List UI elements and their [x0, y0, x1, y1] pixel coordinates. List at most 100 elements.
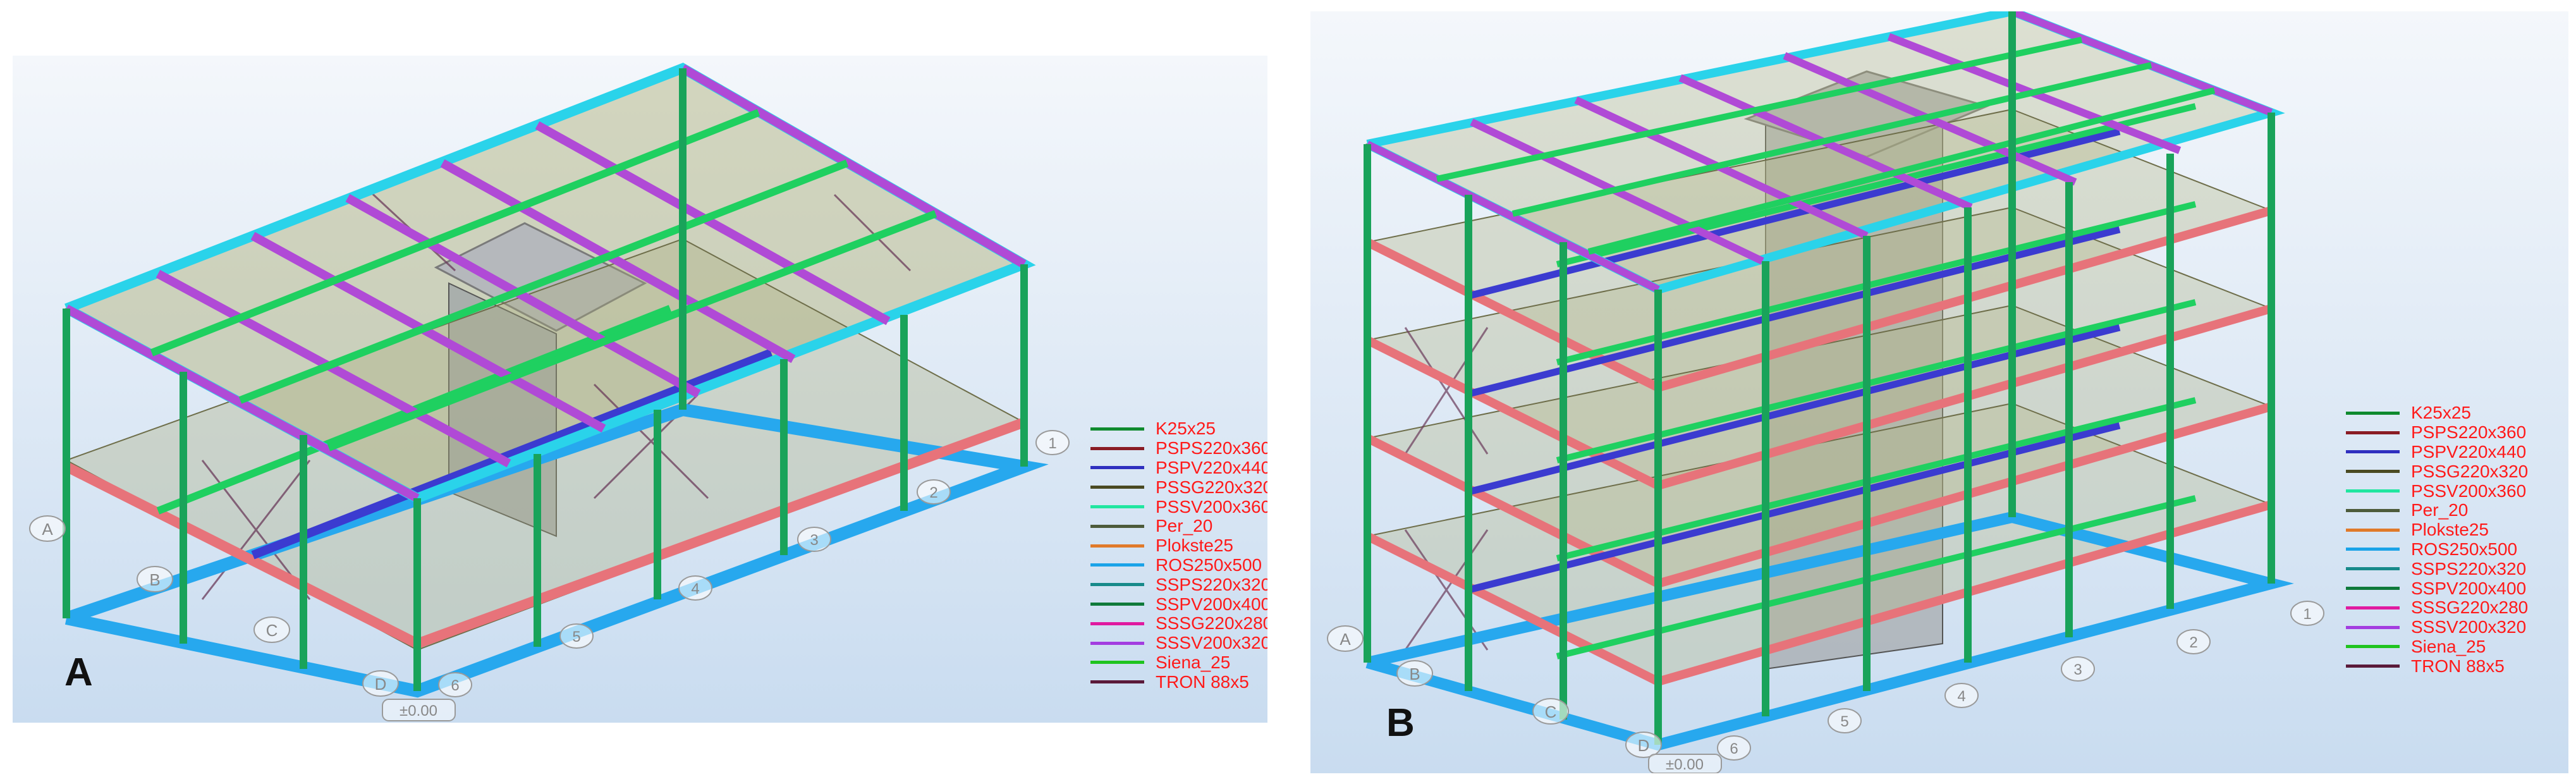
legend-label: SSSV200x320: [1156, 633, 1267, 653]
legend-label: PSSG220x320: [2411, 461, 2529, 481]
legend-swatch: [1090, 680, 1144, 684]
legend-swatch: [1090, 505, 1144, 509]
structural-model-3d-a: A B C D 1 2 3 4 5 6 ±0.00: [13, 56, 1267, 723]
legend-swatch: [2346, 625, 2400, 629]
legend-label: Per_20: [1156, 516, 1213, 536]
legend-item: SSPV200x400: [2346, 579, 2528, 598]
legend-swatch: [2346, 431, 2400, 434]
legend-swatch: [1090, 583, 1144, 587]
legend-swatch: [2346, 411, 2400, 415]
axis-number-1: 1: [1048, 435, 1056, 452]
legend-swatch: [2346, 489, 2400, 493]
floor-beams-green: [1556, 103, 2197, 659]
elevation-label: ±0.00: [1666, 756, 1704, 773]
legend-label: SSPS220x320: [2411, 558, 2527, 579]
legend-label: SSSG220x280: [2411, 597, 2529, 618]
legend-item: PSPV220x440: [1090, 458, 1267, 478]
legend-label: PSSV200x360: [1156, 496, 1267, 517]
legend-item: K25x25: [2346, 403, 2528, 423]
elevation-tag-box: [1648, 754, 1722, 773]
model-view-b: A B C D 1 2 3 4 5 6 ±0.00 K25x25 PSPS220…: [1310, 11, 2568, 773]
axis-letter-a: A: [1340, 630, 1351, 649]
legend-item: PSSG220x320: [1090, 477, 1267, 497]
axis-number-5: 5: [1840, 713, 1848, 730]
legend-label: PSPS220x360: [1156, 438, 1267, 458]
axis-number-3: 3: [2073, 661, 2082, 678]
legend-label: TRON 88x5: [2411, 656, 2505, 676]
legend-item: ROS250x500: [2346, 540, 2528, 560]
axis-letter-bubbles: [29, 515, 399, 697]
bracing-group: [1404, 327, 1489, 651]
model-view-a: A B C D 1 2 3 4 5 6 ±0.00 K25x25 PSPS220…: [13, 56, 1267, 723]
axis-letter-b: B: [1409, 665, 1420, 683]
legend-label: SSPV200x400: [2411, 578, 2527, 598]
axis-number-6: 6: [451, 677, 459, 694]
axis-letter-d: D: [375, 675, 387, 694]
legend-swatch: [2346, 606, 2400, 609]
legend-item: Per_20: [1090, 517, 1267, 536]
legend-swatch: [1090, 446, 1144, 450]
legend-item: SSPS220x320: [1090, 575, 1267, 594]
axis-letter-c: C: [1545, 702, 1557, 721]
axis-number-3: 3: [810, 532, 818, 549]
legend-item: PSPV220x440: [2346, 443, 2528, 462]
legend-item: Per_20: [2346, 501, 2528, 520]
legend-swatch: [2346, 470, 2400, 474]
columns: [1364, 11, 2275, 745]
legend-swatch: [2346, 665, 2400, 668]
legend-label: PSSG220x320: [1156, 477, 1267, 497]
legend-item: Siena_25: [1090, 653, 1267, 673]
legend-swatch: [1090, 563, 1144, 567]
axis-letter-bubbles: [1327, 625, 1662, 758]
legend-label: Siena_25: [1156, 652, 1231, 672]
legend-label: Plokste25: [2411, 520, 2489, 540]
legend-label: SSPS220x320: [1156, 574, 1267, 594]
legend-item: SSPV200x400: [1090, 594, 1267, 614]
roof-opening: [434, 222, 647, 332]
legend-label: PSPS220x360: [2411, 422, 2527, 443]
legend-swatch: [1090, 524, 1144, 528]
legend-swatch: [2346, 450, 2400, 454]
legend-label: PSPV220x440: [1156, 457, 1267, 477]
legend-label: PSPV220x440: [2411, 441, 2527, 462]
legend-swatch: [1090, 427, 1144, 431]
legend-swatch: [1090, 661, 1144, 665]
legend-swatch: [1090, 544, 1144, 548]
axis-number-6: 6: [1730, 740, 1738, 757]
legend-item: SSSV200x320: [2346, 618, 2528, 637]
elevation-label: ±0.00: [400, 702, 437, 720]
legend-label: ROS250x500: [1156, 554, 1262, 575]
legend-item: Plokste25: [2346, 520, 2528, 540]
panel-label-a: A: [64, 651, 93, 694]
legend-item: SSSV200x320: [1090, 634, 1267, 653]
legend-item: PSSG220x320: [2346, 462, 2528, 481]
legend-swatch: [1090, 466, 1144, 470]
legend-item: PSSV200x360: [1090, 497, 1267, 517]
axis-number-bubbles: [438, 430, 1070, 697]
legend-label: PSSV200x360: [2411, 481, 2527, 501]
legend-label: SSSG220x280: [1156, 613, 1267, 634]
legend-swatch: [2346, 587, 2400, 591]
legend-item: SSPS220x320: [2346, 559, 2528, 579]
legend-b: K25x25 PSPS220x360 PSPV220x440 PSSG220x3…: [2346, 403, 2528, 676]
axis-number-5: 5: [572, 628, 580, 646]
legend-item: TRON 88x5: [1090, 672, 1267, 692]
axis-number-4: 4: [1957, 688, 1965, 705]
legend-item: K25x25: [1090, 419, 1267, 439]
panel-label-b: B: [1386, 701, 1415, 745]
legend-swatch: [2346, 567, 2400, 571]
columns: [63, 68, 1028, 691]
legend-item: PSSV200x360: [2346, 481, 2528, 501]
legend-swatch: [1090, 603, 1144, 606]
axis-number-1: 1: [2303, 606, 2311, 623]
legend-swatch: [1090, 486, 1144, 489]
legend-item: PSPS220x360: [2346, 423, 2528, 443]
axis-letter-c: C: [266, 621, 278, 640]
legend-label: SSSV200x320: [2411, 617, 2527, 637]
roof-green-beams: [1436, 37, 2216, 255]
legend-label: SSPV200x400: [1156, 594, 1267, 614]
legend-label: Siena_25: [2411, 636, 2486, 656]
legend-a: K25x25 PSPS220x360 PSPV220x440 PSSG220x3…: [1090, 419, 1267, 692]
legend-label: K25x25: [1156, 419, 1216, 439]
axis-letter-d: D: [1638, 736, 1650, 755]
